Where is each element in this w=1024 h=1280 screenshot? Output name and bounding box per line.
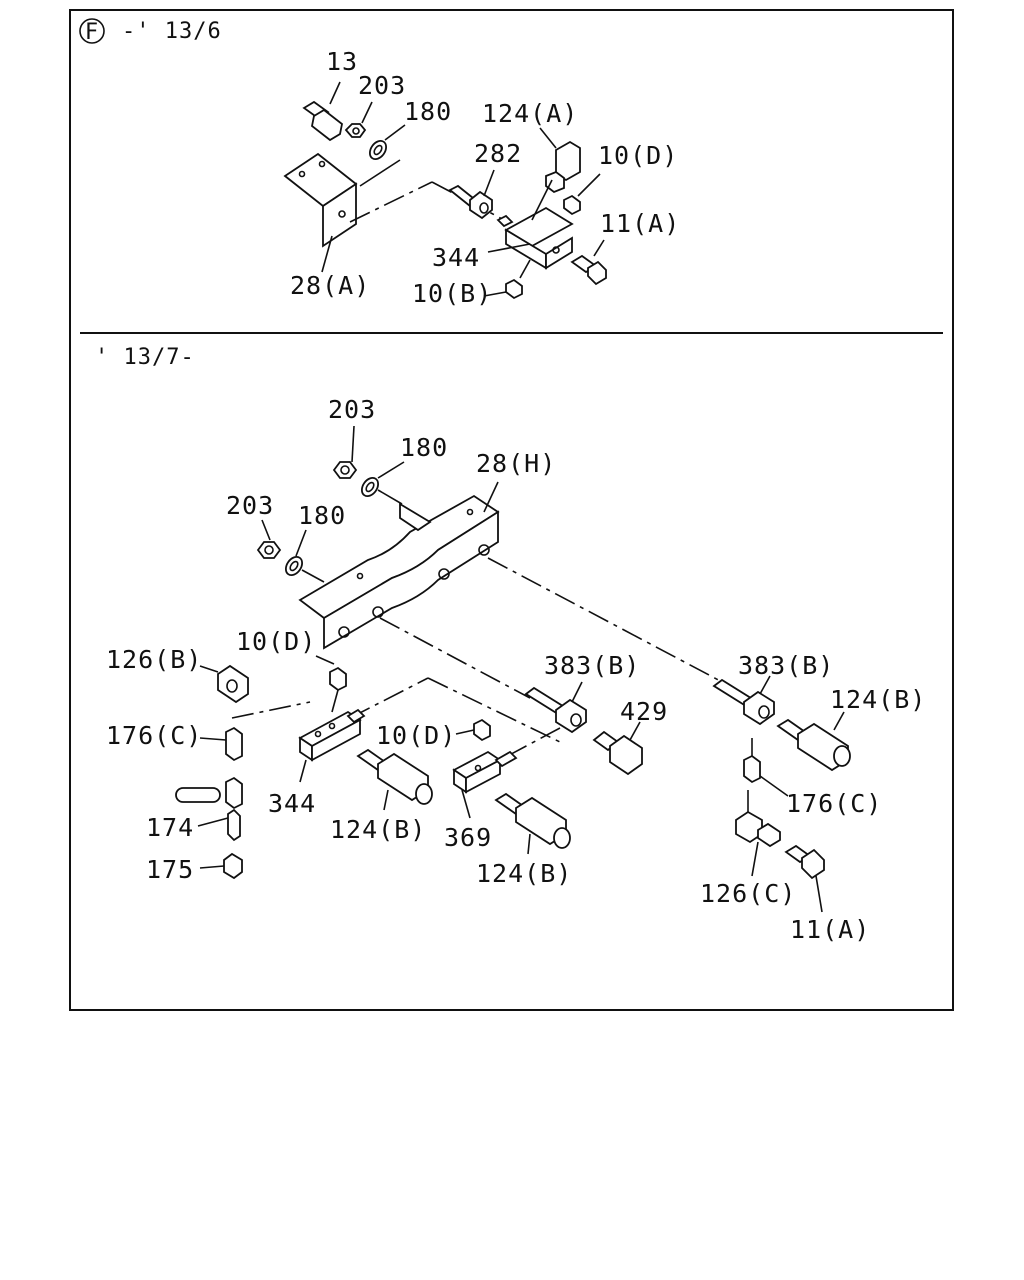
callout-label: 124(B): [476, 859, 572, 888]
switch-part-124b: [356, 748, 433, 811]
callout-label: 11(A): [600, 209, 680, 238]
nut-part-203: [332, 425, 358, 479]
switch-part-124b: [494, 792, 571, 855]
valve-part-174: [175, 776, 243, 842]
callout-label: 180: [400, 433, 448, 462]
bolt-part-11a: [570, 239, 607, 286]
callout-label: 282: [474, 139, 522, 168]
callout-label: 369: [444, 823, 492, 852]
elbow-part-126c: [735, 790, 781, 877]
block-part-369: [452, 750, 518, 819]
washer-part-180: [360, 461, 405, 498]
section-early: F -' 13/6: [79, 18, 680, 308]
fitting-part-282: [448, 169, 495, 220]
assembly-line: [349, 677, 429, 719]
callout-label: 203: [358, 71, 406, 100]
assembly-line: [379, 617, 531, 699]
callout-label: 176(C): [786, 789, 882, 818]
washer-part-180: [368, 124, 406, 161]
bracket-part-28a: [283, 152, 401, 273]
callout-label: 126(C): [700, 879, 796, 908]
callout-label: 344: [268, 789, 316, 818]
plug-part-10b: [483, 259, 531, 300]
cap-part-175: [199, 852, 243, 880]
callout-label: 203: [226, 491, 274, 520]
section-header: ' 13/7-: [95, 345, 195, 370]
callout-label: 383(B): [738, 651, 834, 680]
callout-label: 13: [326, 47, 358, 76]
elbow-part-126b: [199, 664, 249, 704]
plug-part-10d: [563, 173, 601, 216]
callout-label: 124(B): [830, 685, 926, 714]
assembly-line: [487, 557, 727, 685]
callout-label: 10(B): [412, 279, 492, 308]
callout-label: 383(B): [544, 651, 640, 680]
stud-part-13: [302, 81, 343, 142]
sensor-part-429: [592, 721, 643, 776]
block-part-344: [298, 708, 366, 783]
switch-part-124a: [539, 127, 581, 194]
washer-part-180: [284, 529, 307, 577]
callout-label: 180: [404, 97, 452, 126]
callout-label: 203: [328, 395, 376, 424]
diagram-frame: [69, 9, 954, 1011]
switch-part-124b: [776, 711, 851, 772]
callout-label: 429: [620, 697, 668, 726]
callout-label: 28(H): [476, 449, 556, 478]
section-header: -' 13/6: [122, 19, 222, 44]
assembly-line: [349, 181, 433, 223]
callout-label: 124(B): [330, 815, 426, 844]
assembly-line: [427, 677, 561, 743]
section-badge-circle: [79, 18, 105, 44]
fitting-part-383b: [524, 681, 587, 734]
callout-label: 124(A): [482, 99, 578, 128]
nut-part-203: [344, 101, 373, 138]
block-part-344: [487, 179, 574, 270]
nut-part-203: [256, 519, 282, 559]
callout-label: 11(A): [790, 915, 870, 944]
callout-label: 10(D): [376, 721, 456, 750]
bolt-part-11a: [784, 844, 825, 913]
plug-part-10d: [455, 718, 491, 742]
callout-label: 10(D): [236, 627, 316, 656]
assembly-line: [231, 701, 311, 719]
fitting-part-383b: [712, 675, 775, 726]
callout-label: 10(D): [598, 141, 678, 170]
callout-label: 126(B): [106, 645, 202, 674]
section-badge-letter: F: [85, 20, 99, 45]
nipple-part-176c: [199, 726, 243, 762]
callout-label: 174: [146, 813, 194, 842]
callout-label: 180: [298, 501, 346, 530]
callout-label: 175: [146, 855, 194, 884]
section-late: ' 13/7-: [95, 345, 926, 944]
callout-label: 344: [432, 243, 480, 272]
nipple-part-176c: [743, 738, 789, 797]
callout-label: 28(A): [290, 271, 370, 300]
callout-label: 176(C): [106, 721, 202, 750]
plug-part-10d: [315, 655, 347, 713]
bracket-part-28h: [298, 481, 500, 650]
